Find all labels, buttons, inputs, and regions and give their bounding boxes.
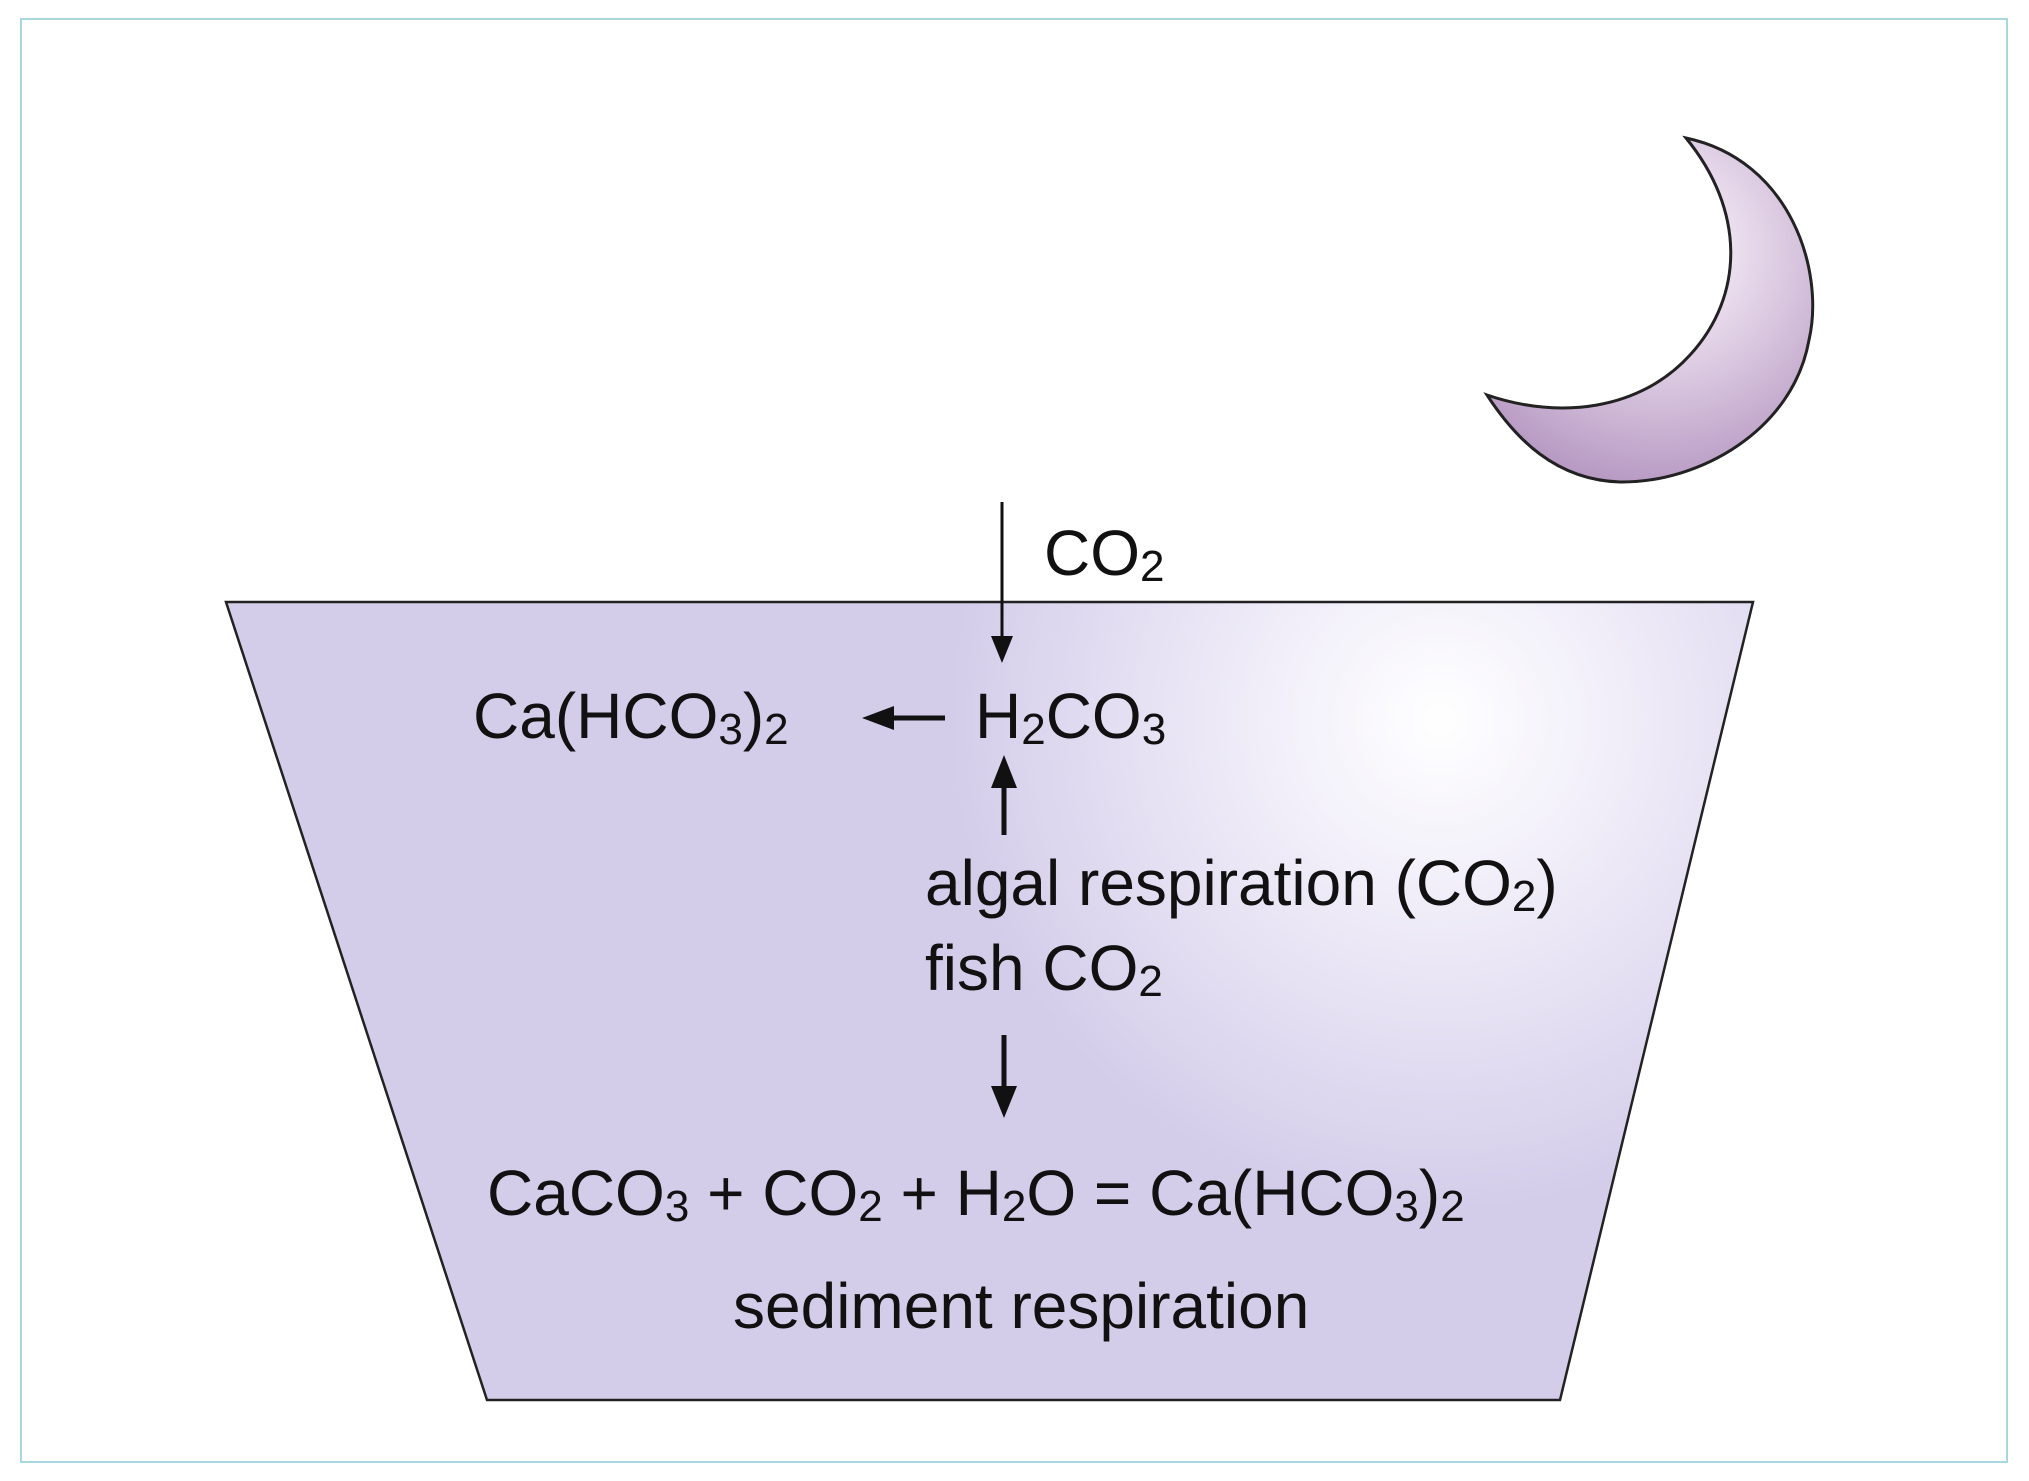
- calcium-bicarbonate-label: Ca(HCO3)2: [473, 680, 789, 754]
- fish-co2-label: fish CO2: [925, 932, 1163, 1006]
- sediment-respiration-label: sediment respiration: [733, 1270, 1309, 1342]
- algal-respiration-label: algal respiration (CO2): [925, 847, 1558, 921]
- down-arrow: [991, 1035, 1017, 1118]
- pond-basin: [224, 600, 1755, 1402]
- crescent-moon-icon: [1483, 135, 1815, 484]
- carbonic-acid-label: H2CO3: [975, 680, 1166, 754]
- up-arrow: [991, 755, 1017, 835]
- left-arrow: [862, 706, 945, 730]
- co2-inflow-arrow: [991, 502, 1013, 663]
- co2-inflow-label: CO2: [1044, 517, 1164, 591]
- carbonate-equation: CaCO3 + CO2 + H2O = Ca(HCO3)2: [487, 1157, 1465, 1231]
- figure-frame: [20, 18, 2008, 1463]
